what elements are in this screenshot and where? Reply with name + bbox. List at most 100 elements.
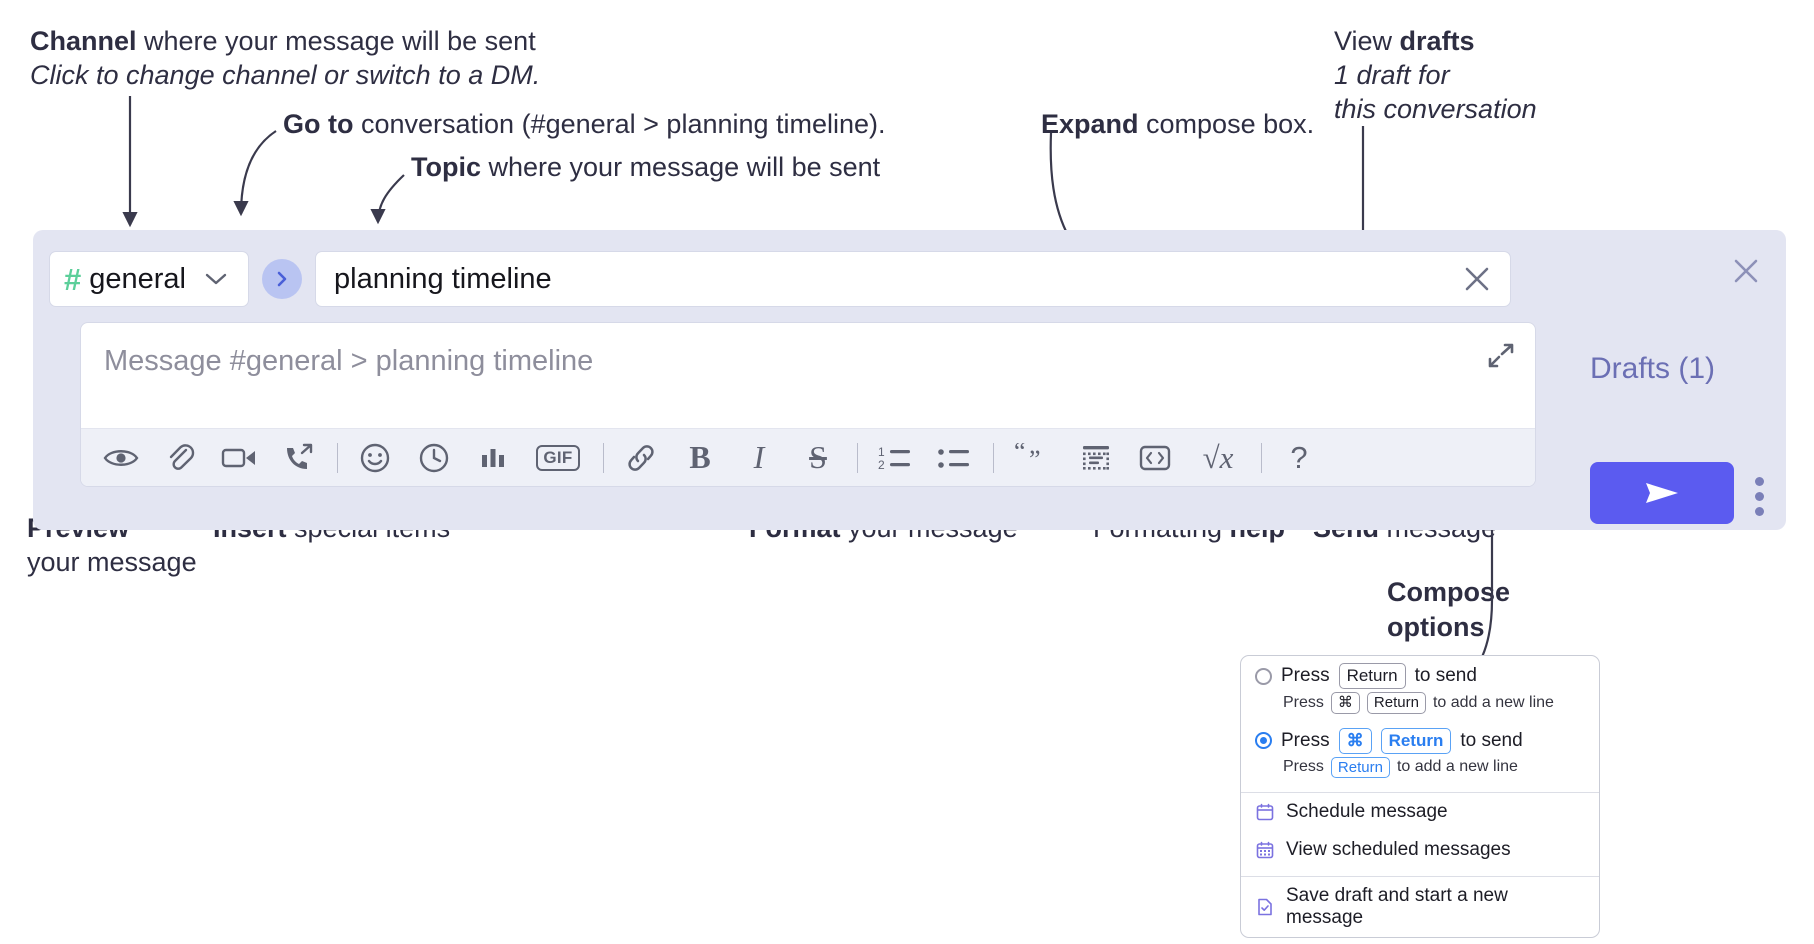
key-return-sub: Return xyxy=(1366,692,1426,714)
key-return-selected: Return xyxy=(1380,727,1452,754)
option-2-sub-prefix: Press xyxy=(1283,758,1324,776)
annotation-compose-options-line2: options xyxy=(1387,612,1485,643)
key-command: ⌘ xyxy=(1330,692,1360,714)
close-icon[interactable] xyxy=(1460,262,1494,296)
toolbar-divider-2 xyxy=(603,442,604,473)
annotation-goto-rest: conversation (#general > planning timeli… xyxy=(353,109,886,139)
save-draft-icon xyxy=(1255,897,1275,917)
option-2-sub-suffix: to add a new line xyxy=(1396,758,1518,776)
annotation-drafts-line2: 1 draft for xyxy=(1334,60,1450,91)
kebab-dot-1 xyxy=(1755,477,1764,486)
bold-glyph: B xyxy=(689,439,711,475)
menu-item-label: Save draft and start a new message xyxy=(1286,885,1508,929)
option-2-prefix: Press xyxy=(1281,729,1330,751)
message-placeholder: Message #general > planning timeline xyxy=(104,345,594,377)
help-icon[interactable]: ? xyxy=(1277,436,1321,480)
toolbar-divider-4 xyxy=(993,442,994,473)
compose-right-rail: Drafts (1) xyxy=(1552,230,1786,530)
annotation-drafts: View drafts 1 draft for this conversatio… xyxy=(1334,24,1537,126)
drafts-link[interactable]: Drafts (1) xyxy=(1590,352,1716,385)
option-1-sub-prefix: Press xyxy=(1283,693,1324,711)
toolbar-divider-3 xyxy=(857,442,858,473)
clock-icon[interactable] xyxy=(412,436,456,480)
close-icon[interactable] xyxy=(1728,253,1764,289)
gif-label: GIF xyxy=(536,444,580,471)
option-1-sub-suffix: to add a new line xyxy=(1432,693,1554,711)
emoji-icon[interactable] xyxy=(353,436,397,480)
math-icon[interactable]: √x xyxy=(1192,436,1244,480)
bulleted-list-icon[interactable] xyxy=(932,436,976,480)
menu-item-label: View scheduled messages xyxy=(1286,839,1511,861)
hash-icon: # xyxy=(64,261,81,297)
menu-item-label: Schedule message xyxy=(1286,801,1448,823)
annotation-preview-line2: your message xyxy=(27,547,197,578)
annotation-expand-bold: Expand xyxy=(1041,109,1139,139)
annotation-channel-bold: Channel xyxy=(30,26,137,56)
annotation-topic: Topic where your message will be sent xyxy=(411,150,880,184)
blockquote-icon[interactable]: “ ” xyxy=(1009,436,1059,480)
toolbar-divider xyxy=(337,442,338,473)
video-icon[interactable] xyxy=(217,436,261,480)
strikethrough-icon[interactable]: S xyxy=(796,436,840,480)
menu-radio-option-2-sub: Press Return to add a new line xyxy=(1241,756,1599,786)
inline-code-icon[interactable] xyxy=(1133,436,1177,480)
svg-text:”: ” xyxy=(1029,445,1041,473)
key-return: Return xyxy=(1338,663,1406,690)
annotation-drafts-bold: drafts xyxy=(1399,26,1475,56)
option-2-suffix: to send xyxy=(1460,729,1523,751)
menu-item-save-draft[interactable]: Save draft and start a new message xyxy=(1241,877,1599,937)
send-icon xyxy=(1646,483,1678,503)
key-command-selected: ⌘ xyxy=(1338,727,1372,754)
italic-glyph: I xyxy=(753,439,765,475)
menu-radio-option-2[interactable]: Press ⌘ Return to send xyxy=(1241,721,1599,756)
annotation-channel-italic: Click to change channel or switch to a D… xyxy=(30,60,541,91)
menu-radio-option-1-sub: Press ⌘ Return to add a new line xyxy=(1241,691,1599,721)
kebab-dot-3 xyxy=(1755,507,1764,516)
help-glyph: ? xyxy=(1290,439,1308,475)
annotation-compose-options-line1: Compose xyxy=(1387,577,1511,607)
preview-icon[interactable] xyxy=(99,436,143,480)
bold-icon[interactable]: B xyxy=(678,436,722,480)
svg-text:2: 2 xyxy=(878,458,885,472)
send-button[interactable] xyxy=(1590,462,1734,524)
svg-text:“: “ xyxy=(1014,443,1026,466)
italic-icon[interactable]: I xyxy=(737,436,781,480)
poll-icon[interactable] xyxy=(471,436,515,480)
annotation-topic-rest: where your message will be sent xyxy=(481,152,881,182)
key-return-sub-2: Return xyxy=(1330,756,1390,779)
menu-radio-option-1[interactable]: Press Return to send xyxy=(1241,656,1599,691)
menu-divider-1 xyxy=(1241,792,1599,794)
option-1-suffix: to send xyxy=(1414,665,1477,687)
annotation-channel-rest: where your message will be sent xyxy=(136,26,536,56)
radio-unselected[interactable] xyxy=(1255,667,1272,685)
channel-name: general xyxy=(89,262,186,295)
goto-conversation-button[interactable] xyxy=(262,259,302,299)
compose-options-button[interactable] xyxy=(1755,477,1764,516)
message-input-box[interactable]: Message #general > planning timeline xyxy=(80,322,1536,487)
annotation-expand: Expand compose box. xyxy=(1041,107,1314,141)
annotation-channel: Channel where your message will be sent … xyxy=(30,24,540,92)
channel-selector[interactable]: # general xyxy=(49,251,249,307)
strike-glyph: S xyxy=(809,439,827,475)
calendar-icon xyxy=(1255,802,1275,822)
topic-input[interactable]: planning timeline xyxy=(315,251,1511,307)
option-1-prefix: Press xyxy=(1281,665,1330,687)
chevron-down-icon xyxy=(205,272,227,286)
gif-icon[interactable]: GIF xyxy=(530,436,586,480)
expand-icon[interactable] xyxy=(1486,341,1516,371)
calendar-grid-icon xyxy=(1255,840,1275,860)
code-block-icon[interactable] xyxy=(1074,436,1118,480)
attachment-icon[interactable] xyxy=(158,436,202,480)
compose-panel: # general planning timeline M xyxy=(33,230,1786,530)
compose-header-row: # general planning timeline xyxy=(49,251,1511,307)
annotation-goto: Go to conversation (#general > planning … xyxy=(283,107,886,141)
annotation-drafts-line3: this conversation xyxy=(1334,94,1537,125)
menu-item-schedule-message[interactable]: Schedule message xyxy=(1241,793,1599,831)
menu-item-view-scheduled[interactable]: View scheduled messages xyxy=(1241,831,1599,869)
audio-call-icon[interactable] xyxy=(276,436,320,480)
link-icon[interactable] xyxy=(619,436,663,480)
radio-selected[interactable] xyxy=(1255,732,1272,750)
toolbar-divider-5 xyxy=(1261,442,1262,473)
